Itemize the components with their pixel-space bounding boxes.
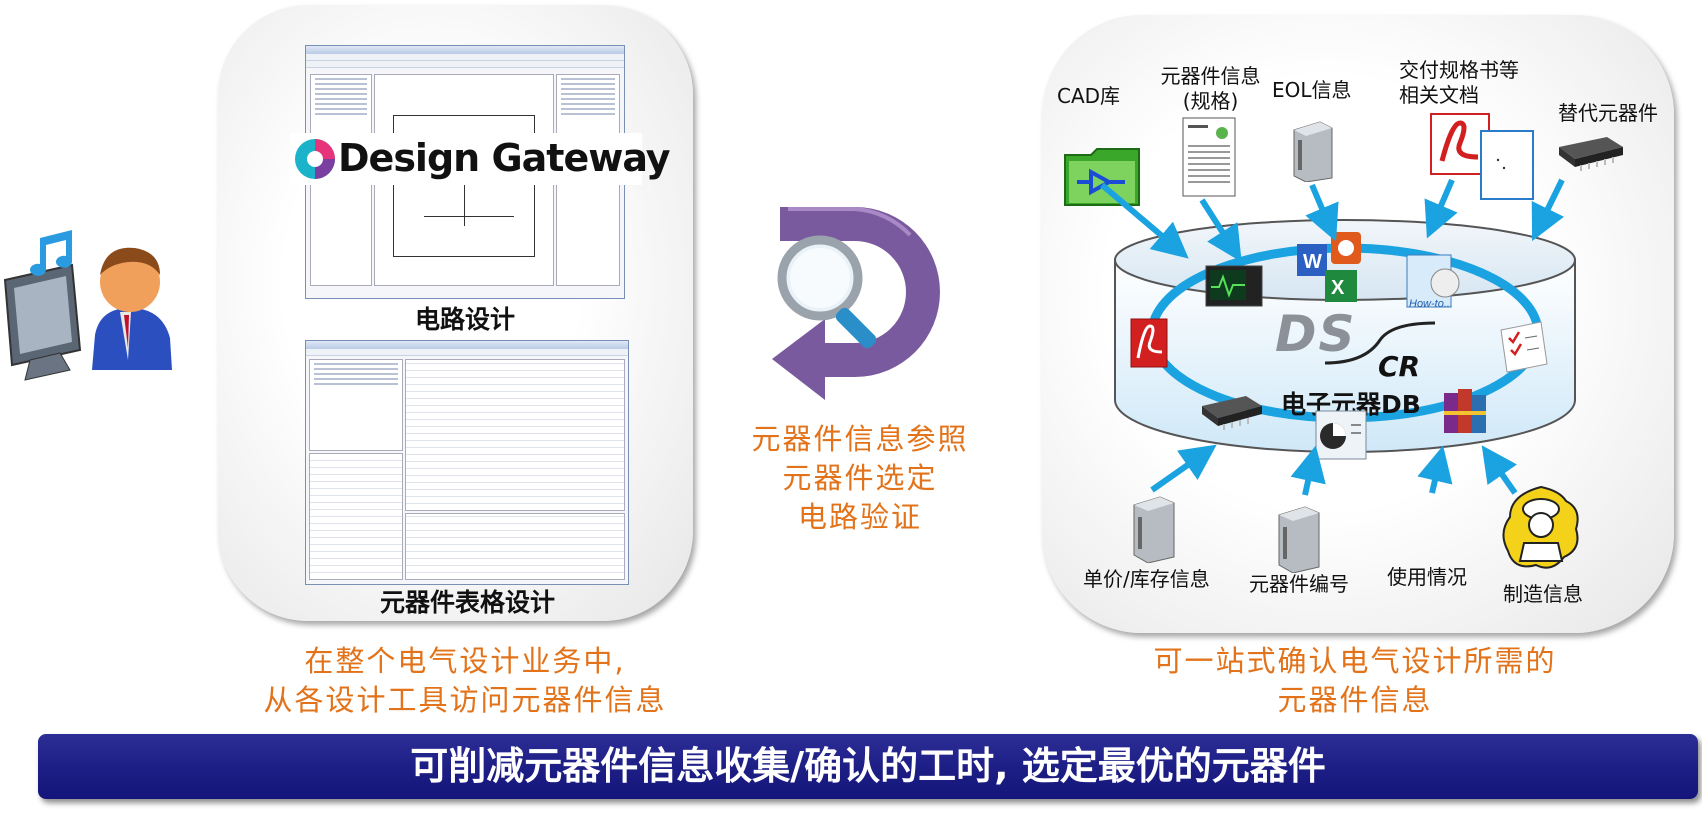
price-stock-server-icon (1133, 496, 1175, 563)
db-logo-swoosh-icon (1324, 321, 1436, 365)
document-page-icon (1480, 130, 1534, 200)
spec-sheet-document-icon (1182, 117, 1236, 197)
left-caption: 在整个电气设计业务中, 从各设计工具访问元器件信息 (200, 642, 730, 720)
delivery-docs-label: 交付规格书等 相关文档 (1399, 58, 1519, 108)
svg-text:X: X (1331, 277, 1345, 299)
ic-chip-icon (1202, 396, 1262, 430)
design-gateway-logo-background (290, 133, 642, 185)
cad-library-label: CAD库 (1057, 84, 1121, 108)
eol-server-icon (1293, 121, 1333, 182)
summary-banner: 可削减元器件信息收集/确认的工时, 选定最优的元器件 (38, 734, 1698, 799)
manufacturing-worker-icon (1502, 485, 1579, 569)
right-caption-line2: 元器件信息 (1277, 683, 1433, 717)
delivery-docs-label-line1: 交付规格书等 (1399, 58, 1519, 82)
spec-info-label-line1: 元器件信息 (1160, 64, 1261, 88)
price-stock-label: 单价/库存信息 (1083, 567, 1210, 591)
left-caption-line1: 在整个电气设计业务中, (304, 644, 626, 678)
archive-books-icon (1444, 389, 1486, 433)
user-computer-icon (3, 230, 172, 381)
reference-caption-line1: 元器件信息参照 (751, 422, 969, 456)
spec-info-label-line2: (规格) (1182, 89, 1239, 113)
info-flow-arrows (1100, 178, 1565, 496)
spec-info-label: 元器件信息 (规格) (1148, 64, 1273, 114)
db-logo: DS (1275, 305, 1357, 363)
svg-text:W: W (1303, 251, 1322, 273)
alternative-components-label: 替代元器件 (1558, 101, 1658, 125)
right-caption-line1: 可一站式确认电气设计所需的 (1153, 644, 1557, 678)
magnifier-icon (777, 235, 877, 349)
design-gateway-logo-icon (295, 139, 335, 179)
checklist-icon (1500, 321, 1548, 373)
svg-text:How-to...: How-to... (1409, 298, 1453, 310)
usage-label: 使用情况 (1387, 565, 1467, 589)
parts-table-screenshot (305, 340, 629, 585)
right-caption: 可一站式确认电气设计所需的 元器件信息 (1090, 642, 1620, 720)
schematic-design-label: 电路设计 (414, 305, 515, 334)
part-number-server-icon (1278, 506, 1320, 573)
reference-caption-line3: 电路验证 (797, 500, 922, 534)
eol-info-label: EOL信息 (1272, 78, 1352, 102)
cad-library-folder-icon (1064, 148, 1140, 206)
design-gateway-logo-text: Design Gateway (338, 136, 671, 180)
oscilloscope-icon (1205, 265, 1263, 307)
pdf-file-icon (1130, 318, 1168, 368)
parts-table-design-label: 元器件表格设计 (379, 588, 555, 617)
reference-caption: 元器件信息参照 元器件选定 电路验证 (720, 420, 1000, 537)
reference-cycle-arrow-icon (772, 207, 940, 400)
alternative-component-chip-icon (1559, 137, 1623, 171)
part-number-label: 元器件编号 (1249, 572, 1349, 596)
delivery-docs-label-line2: 相关文档 (1399, 83, 1479, 107)
left-caption-line2: 从各设计工具访问元器件信息 (263, 683, 667, 717)
how-to-guide-icon: How-to... (1406, 254, 1460, 310)
manufacturing-info-label: 制造信息 (1503, 582, 1583, 606)
db-logo-sub: CR (1378, 350, 1421, 383)
reference-caption-line2: 元器件选定 (782, 461, 938, 495)
